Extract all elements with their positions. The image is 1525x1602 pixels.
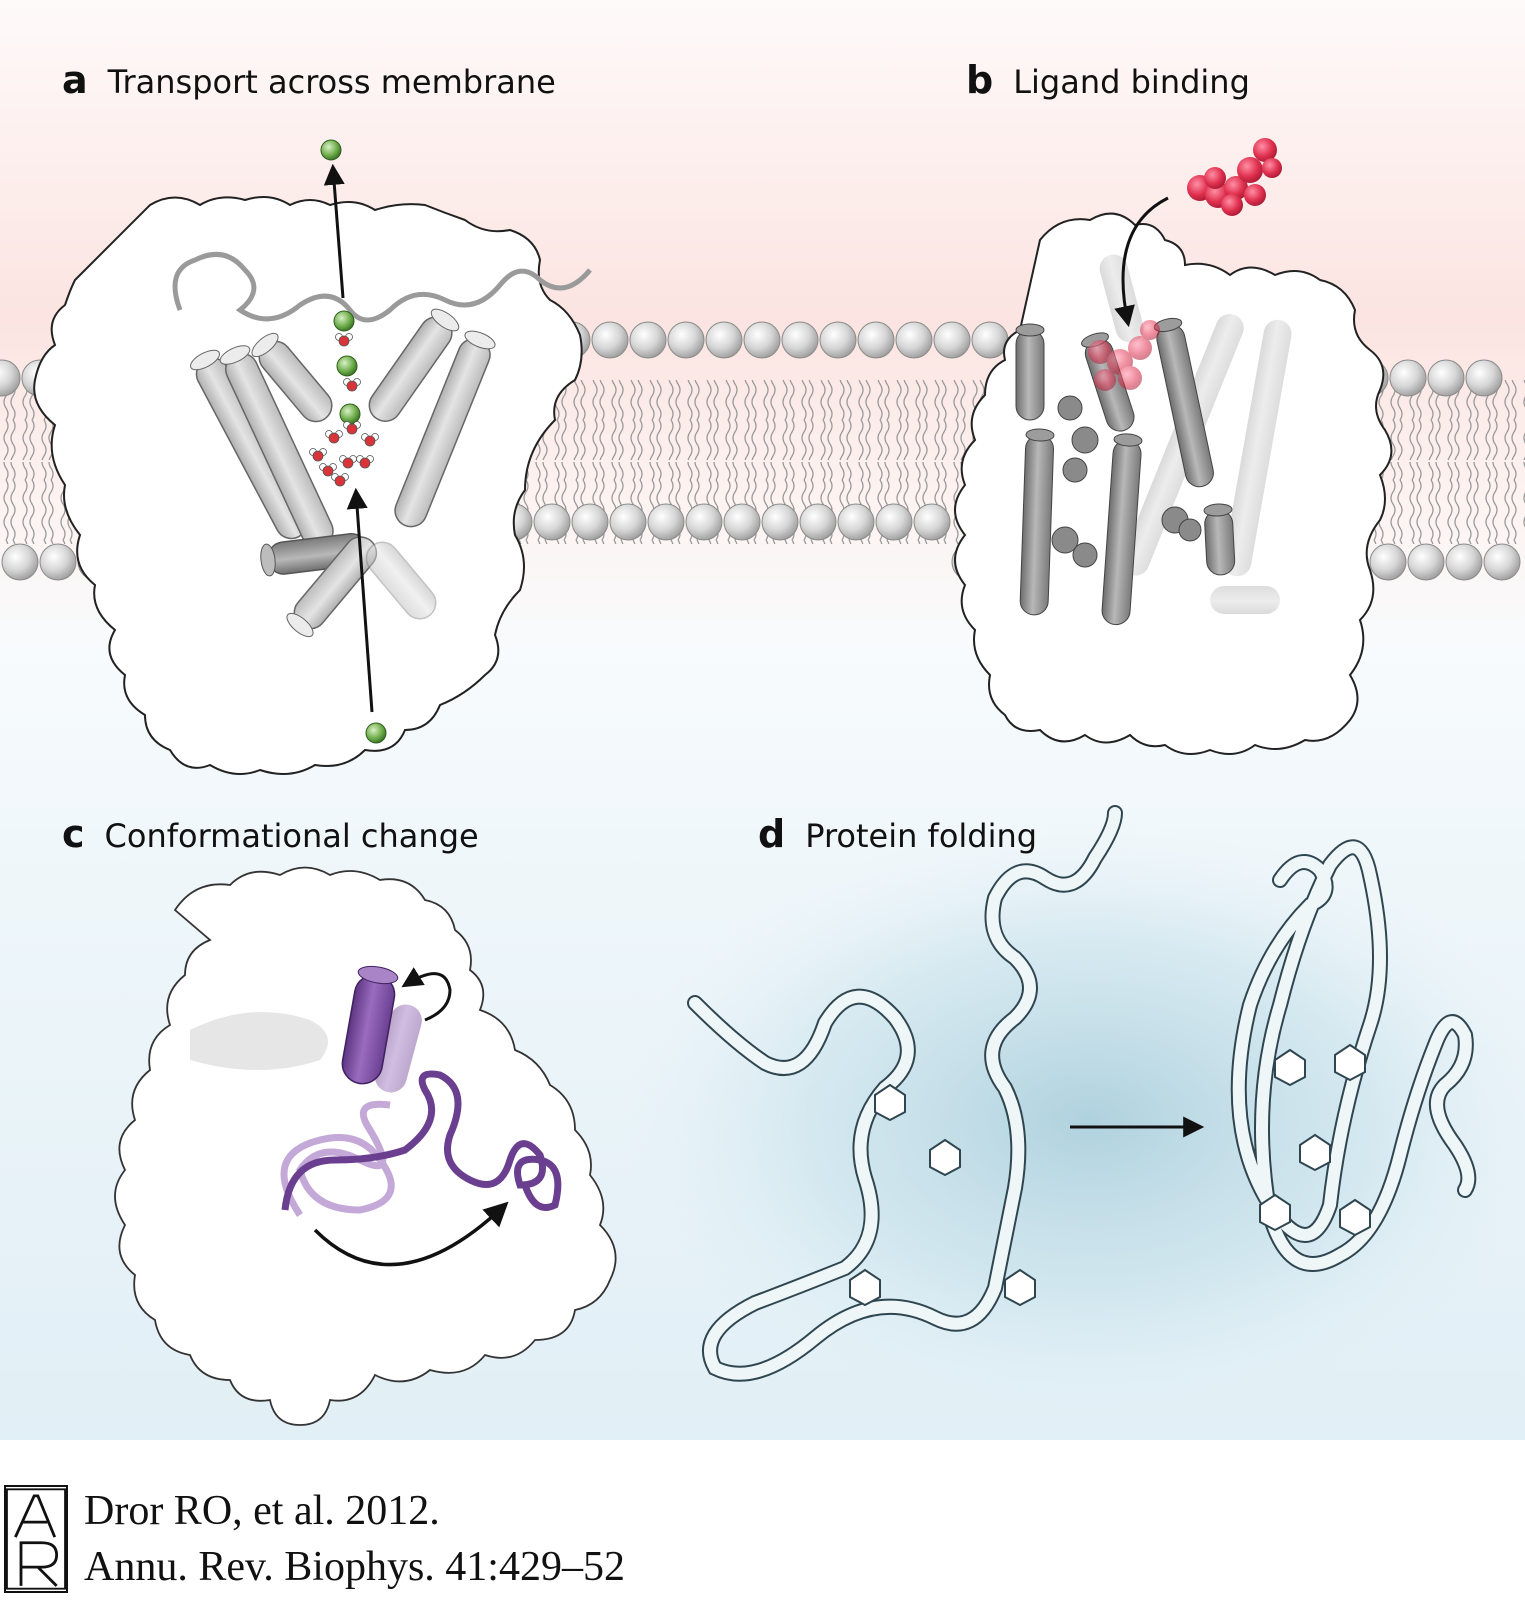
water-molecule <box>331 473 349 487</box>
lipid-head <box>1427 359 1465 397</box>
unfolded-side-chains <box>849 1083 1036 1307</box>
lipid-head <box>609 503 647 541</box>
lipid-head <box>971 321 1009 359</box>
panel-d-label: d Protein folding <box>758 812 1037 856</box>
purple-helix <box>341 965 399 1085</box>
ligand-free <box>1187 138 1282 216</box>
lipid-head <box>647 503 685 541</box>
lipid-head <box>685 503 723 541</box>
panel-c-protein <box>114 866 617 1426</box>
helices-b <box>1015 317 1236 626</box>
annual-reviews-logo <box>4 1485 68 1593</box>
lipid-head <box>895 321 933 359</box>
panel-b-letter: b <box>966 58 994 102</box>
purple-helix-old <box>374 1004 422 1093</box>
lipid-head <box>533 503 571 541</box>
water-molecule <box>339 455 357 469</box>
lipid-head <box>39 543 77 581</box>
lipid-head <box>875 503 913 541</box>
loop-a <box>172 251 592 323</box>
panel-a-label: a Transport across membrane <box>62 58 556 102</box>
purple-loop-old <box>280 1100 395 1217</box>
panel-a-transporter <box>33 139 592 775</box>
panel-c-letter: c <box>62 812 85 856</box>
panel-c-label: c Conformational change <box>62 812 479 856</box>
loop-motion-arrow <box>313 1201 509 1267</box>
figure-illustration <box>0 0 1525 1440</box>
water-molecule <box>335 333 353 347</box>
groove-shading <box>190 1012 328 1070</box>
ligand-bound <box>1088 320 1160 391</box>
folded-side-chains <box>1259 1043 1371 1237</box>
helix-rotation-arrow <box>401 967 452 1022</box>
lipid-head <box>1483 543 1521 581</box>
lipid-head <box>913 503 951 541</box>
water-molecule <box>356 455 374 469</box>
lipid-head <box>819 321 857 359</box>
lipid-head <box>857 321 895 359</box>
water-molecule <box>325 430 343 444</box>
transport-arrow-upper <box>323 163 345 299</box>
helices-a <box>189 308 496 638</box>
side-chains-b <box>1051 395 1202 568</box>
lipid-head <box>1407 543 1445 581</box>
panel-b-title: Ligand binding <box>1013 63 1250 101</box>
lipid-head <box>1369 543 1407 581</box>
purple-loop <box>281 1070 562 1211</box>
panel-c-title: Conformational change <box>104 817 479 855</box>
lipid-head <box>781 321 819 359</box>
water-molecules <box>309 333 379 487</box>
folding-glow <box>620 820 1525 1420</box>
lipid-head <box>1445 543 1483 581</box>
lipid-head <box>667 321 705 359</box>
lipid-head <box>761 503 799 541</box>
lipid-head <box>1 543 39 581</box>
water-molecule <box>343 378 361 392</box>
lipid-head <box>743 321 781 359</box>
water-molecule <box>319 463 337 477</box>
lipid-head <box>705 321 743 359</box>
panel-a-title: Transport across membrane <box>107 63 556 101</box>
panel-b-label: b Ligand binding <box>966 58 1250 102</box>
lipid-head <box>933 321 971 359</box>
lipid-head <box>0 359 21 397</box>
unfolded-chain <box>687 805 1123 1382</box>
ions <box>320 139 387 744</box>
citation-line-2: Annu. Rev. Biophys. 41:429–52 <box>84 1544 625 1590</box>
lipid-head <box>799 503 837 541</box>
folded-chain <box>1230 839 1477 1272</box>
panel-a-letter: a <box>62 58 88 102</box>
lipid-head <box>837 503 875 541</box>
transport-arrow-lower <box>346 487 374 713</box>
citation-line-1: Dror RO, et al. 2012. <box>84 1488 440 1534</box>
binding-arrow <box>1114 196 1169 328</box>
lipid-head <box>571 503 609 541</box>
lipid-head <box>723 503 761 541</box>
panel-d-letter: d <box>758 812 786 856</box>
lipid-head <box>1465 359 1503 397</box>
lipid-head <box>591 321 629 359</box>
panel-b-receptor <box>954 138 1393 755</box>
lipid-head <box>629 321 667 359</box>
water-molecule <box>309 448 327 462</box>
panel-d-folding <box>687 805 1477 1382</box>
panel-d-title: Protein folding <box>805 817 1038 855</box>
water-molecule <box>343 421 361 435</box>
lipid-head <box>1389 359 1427 397</box>
water-molecule <box>361 433 379 447</box>
